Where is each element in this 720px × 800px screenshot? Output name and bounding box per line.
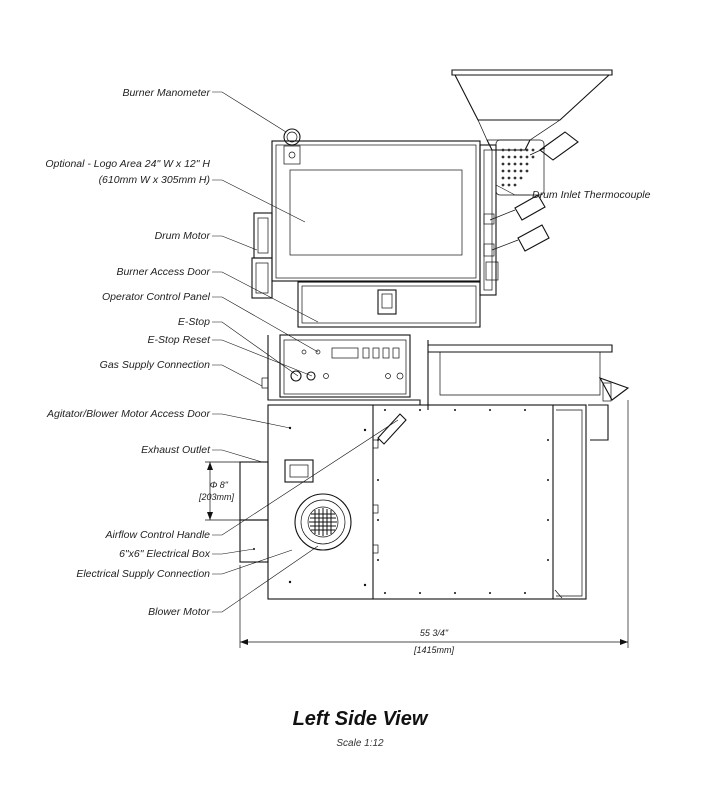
leader-lines [212, 91, 530, 613]
dim-exhaust-diameter-mm: [203mm] [198, 492, 235, 502]
label-e-stop: E-Stop [178, 316, 210, 328]
label-electrical-supply-connection: Electrical Supply Connection [76, 568, 210, 580]
label-blower-motor: Blower Motor [148, 606, 210, 618]
drawing-scale: Scale 1:12 [336, 738, 384, 749]
logo-area [289, 169, 463, 256]
drum-motor [251, 212, 273, 299]
label-logo-area-metric: (610mm W x 305mm H) [99, 174, 210, 186]
label-electrical-box: 6"x6" Electrical Box [119, 548, 211, 560]
burner-manometer [283, 128, 301, 165]
overall-width-dimension [239, 400, 629, 648]
label-drum-inlet-thermocouple: Drum Inlet Thermocouple [532, 189, 651, 201]
cooling-tray [427, 340, 630, 441]
drum-front-plate [479, 139, 545, 296]
hopper-gate-handle [529, 131, 579, 161]
label-burner-access-door: Burner Access Door [116, 266, 210, 278]
electrical-box [239, 519, 269, 563]
sample-port-handle [483, 194, 546, 225]
exhaust-outlet [239, 461, 269, 521]
label-drum-motor: Drum Motor [155, 230, 211, 242]
lower-cabinet [267, 399, 587, 600]
dim-overall-width-mm: [1415mm] [413, 645, 455, 655]
label-operator-control-panel: Operator Control Panel [102, 291, 211, 303]
exhaust-diameter-dimension [205, 461, 240, 521]
blower-motor [294, 493, 352, 551]
dim-overall-width-in: 55 3/4" [420, 628, 449, 638]
burner-access-door [297, 281, 481, 328]
label-agitator-access-door: Agitator/Blower Motor Access Door [46, 408, 211, 420]
label-exhaust-outlet: Exhaust Outlet [141, 444, 211, 456]
roaster-drum-housing [271, 140, 481, 282]
label-e-stop-reset: E-Stop Reset [148, 334, 212, 346]
label-logo-area: Optional - Logo Area 24" W x 12" H [45, 158, 210, 170]
access-door-latch [284, 459, 314, 483]
label-airflow-control-handle: Airflow Control Handle [105, 529, 211, 541]
airflow-control-handle [377, 413, 407, 445]
drawing-title: Left Side View [292, 708, 428, 730]
operator-control-panel [261, 334, 411, 401]
label-gas-supply-connection: Gas Supply Connection [100, 359, 210, 371]
door-handle [483, 224, 550, 281]
dim-exhaust-diameter-in: Φ 8" [210, 480, 229, 490]
label-burner-manometer: Burner Manometer [122, 87, 210, 99]
bean-hopper [451, 69, 613, 151]
